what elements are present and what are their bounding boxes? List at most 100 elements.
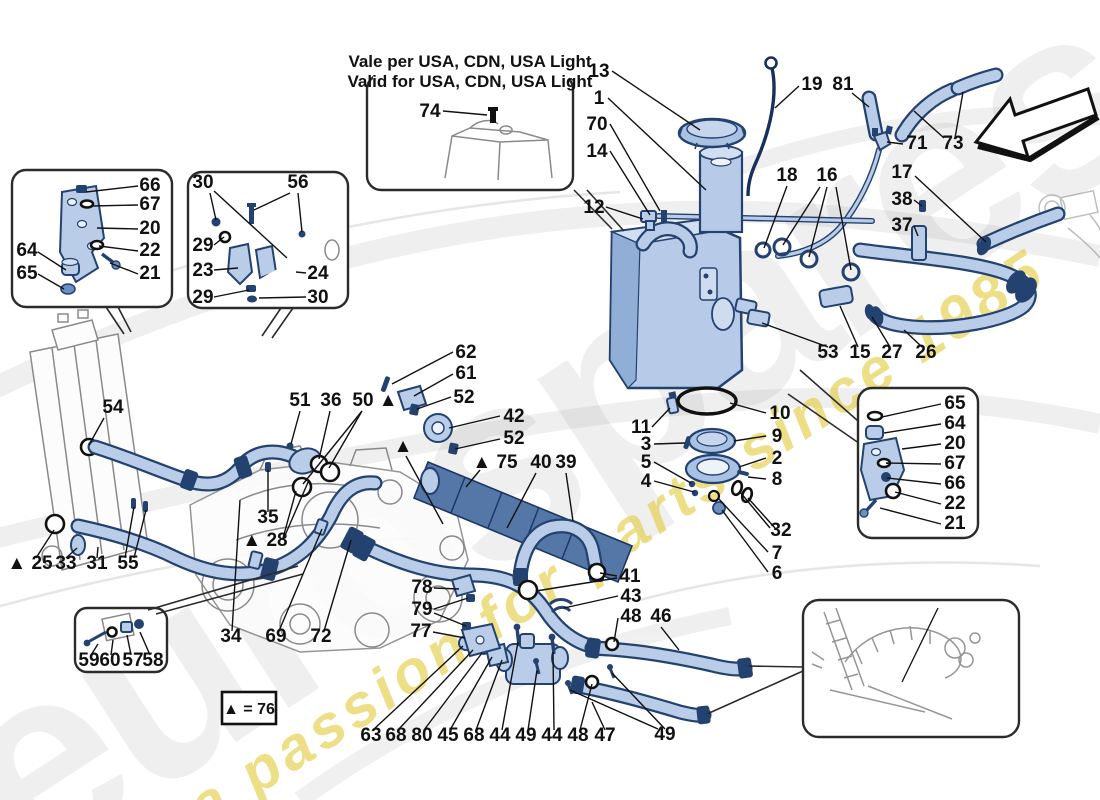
leader-line xyxy=(124,506,135,559)
part-label-7: 7 xyxy=(772,543,783,564)
clip-79b xyxy=(462,622,471,630)
part-label-77: 77 xyxy=(410,621,431,642)
o-ring-48a xyxy=(604,636,620,652)
part-label-26: 26 xyxy=(915,342,936,363)
part-label-30: 30 xyxy=(307,287,328,308)
part-label-2: 2 xyxy=(772,448,783,469)
leader-line xyxy=(535,577,618,592)
leader-line xyxy=(109,262,139,275)
part-label-: ▲ xyxy=(394,436,413,457)
leader-line xyxy=(213,236,225,246)
leader-line xyxy=(213,190,288,259)
part-label-72: 72 xyxy=(310,626,331,647)
leader-line xyxy=(894,491,942,505)
leader-line xyxy=(851,92,870,108)
leader-line xyxy=(209,192,217,221)
leader-line xyxy=(423,652,483,731)
washer-30b xyxy=(247,295,257,303)
part-label-48: 48 xyxy=(567,725,588,746)
part-label-20: 20 xyxy=(139,218,160,239)
leader-line xyxy=(475,659,503,731)
part-label-10: 10 xyxy=(769,403,790,424)
leader-line xyxy=(139,631,151,656)
part-label-9: 9 xyxy=(772,426,783,447)
leader-line xyxy=(432,631,466,639)
leader-line xyxy=(372,645,464,731)
leader-line xyxy=(448,415,501,429)
washer-60 xyxy=(106,626,118,638)
nut-65 xyxy=(60,283,76,295)
leader-line xyxy=(433,587,460,590)
leader-line xyxy=(607,97,707,191)
leader-line xyxy=(98,245,139,252)
part-label-35: 35 xyxy=(257,507,279,528)
leader-line xyxy=(738,457,767,468)
part-label-4: 4 xyxy=(641,471,652,492)
bush-57 xyxy=(120,621,133,633)
heat-exchanger-plate xyxy=(412,460,634,584)
mount-64 xyxy=(865,425,884,440)
part-label-11: 11 xyxy=(631,417,652,438)
part-label-27: 27 xyxy=(881,342,902,363)
pin-8 xyxy=(737,470,749,476)
part-label-19: 19 xyxy=(801,74,822,95)
clamp-16c xyxy=(841,262,861,282)
part-label-59: 59 xyxy=(78,650,99,671)
leader-line xyxy=(653,442,686,445)
o-ring-41b xyxy=(587,562,607,582)
leader-line xyxy=(881,403,942,418)
inset-box-bracket-left xyxy=(10,168,174,335)
leader-line xyxy=(37,251,67,271)
hose-couplers xyxy=(179,236,1037,725)
leader-line xyxy=(91,204,139,207)
part-label-45: 45 xyxy=(437,725,459,746)
bracket-23 xyxy=(226,242,254,286)
part-label-52: 52 xyxy=(503,428,524,449)
bolt-51 xyxy=(286,442,294,450)
part-label-22: 22 xyxy=(139,240,160,261)
leader-line xyxy=(323,539,352,632)
o-ring-10 xyxy=(676,386,738,416)
part-label-43: 43 xyxy=(620,586,641,607)
part-label-15: 15 xyxy=(849,342,871,363)
notice-line-english: Valid for USA, CDN, USA Light xyxy=(348,72,593,91)
leader-line xyxy=(739,491,771,529)
leader-line xyxy=(913,110,945,139)
leader-line xyxy=(295,271,307,274)
o-ring-50a xyxy=(319,461,341,483)
leader-line xyxy=(253,192,291,211)
leader-line xyxy=(886,477,942,485)
leader-line xyxy=(328,410,363,469)
leader-line xyxy=(290,410,301,445)
leader-line xyxy=(126,634,132,656)
nut-66 xyxy=(881,472,891,482)
part-label-67: 67 xyxy=(944,453,965,474)
bolt-59 xyxy=(87,630,107,644)
leader-line xyxy=(278,528,323,632)
cap-58 xyxy=(134,619,144,629)
leader-line xyxy=(563,595,619,609)
leader-line xyxy=(879,507,942,525)
part-label-62: 62 xyxy=(455,342,476,363)
leader-line xyxy=(433,597,469,610)
dipstick xyxy=(746,67,776,197)
leader-line xyxy=(35,529,55,559)
bolt-44a xyxy=(515,627,521,647)
part-label-18: 18 xyxy=(776,165,797,186)
part-label-65: 65 xyxy=(944,393,966,414)
bolt-55b xyxy=(143,501,148,512)
leader-line xyxy=(613,617,619,643)
leader-line xyxy=(405,455,444,525)
triangle-legend-text: ▲ = 76 xyxy=(223,701,275,718)
part-label-22: 22 xyxy=(944,493,965,514)
bolt-74 xyxy=(490,110,496,123)
part-label-1: 1 xyxy=(594,88,605,109)
leader-line xyxy=(506,472,537,529)
part-label-38: 38 xyxy=(891,189,912,210)
leader-line xyxy=(569,689,659,730)
part-label-6: 6 xyxy=(772,563,783,584)
part-label-24: 24 xyxy=(307,263,329,284)
leader-line xyxy=(609,123,661,212)
leader-line xyxy=(886,141,904,145)
